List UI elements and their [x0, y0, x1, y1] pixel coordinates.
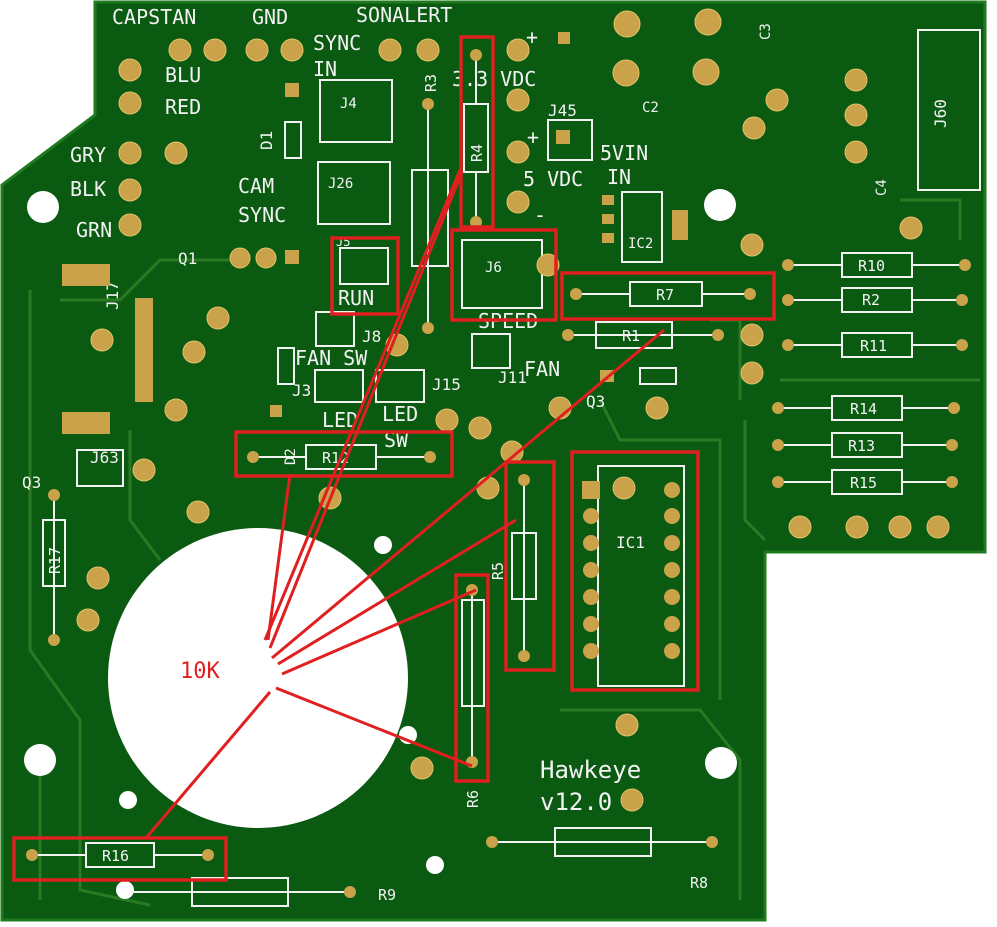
copper-traces [28, 198, 980, 907]
label-q1: Q1 [178, 249, 197, 268]
label-plus-2: + [527, 125, 539, 149]
label-d1: D1 [257, 131, 276, 150]
resistor-r10: R10 [782, 252, 971, 278]
resistor-label-r10: R10 [858, 257, 885, 275]
resistor-label-r16: R16 [102, 847, 129, 865]
label-ic1: IC1 [616, 533, 645, 552]
label-5vin: 5VIN [600, 141, 648, 165]
resistor-bodies: R1 R2 R3 R4 R5 R6 [26, 49, 971, 904]
resistor-label-r4: R4 [468, 144, 486, 162]
label-j15: J15 [432, 375, 461, 394]
resistor-r15: R15 [772, 469, 958, 495]
square-pads [270, 32, 570, 417]
resistor-label-r3: R3 [422, 74, 440, 92]
label-red: RED [165, 95, 201, 119]
silkscreen-labels: CAPSTAN GND SONALERT SYNC IN BLU RED GRY… [22, 3, 950, 816]
label-5vin-in: IN [607, 165, 631, 189]
resistor-label-r17: R17 [46, 547, 64, 574]
resistor-label-r8: R8 [690, 874, 708, 892]
label-c2: C2 [642, 100, 659, 116]
resistor-label-r11: R11 [860, 337, 887, 355]
board-version: v12.0 [540, 788, 612, 816]
label-j4: J4 [340, 96, 357, 112]
label-fan-sw: FAN SW [295, 346, 368, 370]
highlight-ic1 [570, 450, 700, 692]
label-gnd: GND [252, 5, 288, 29]
resistor-r17: R17 [46, 489, 64, 646]
highlight-r16 [12, 836, 228, 882]
center-cutout [108, 528, 408, 828]
board-name: Hawkeye [540, 756, 641, 784]
label-in: IN [313, 57, 337, 81]
label-ic2: IC2 [628, 236, 653, 252]
label-j8: J8 [362, 327, 381, 346]
resistor-r16: R16 [26, 842, 214, 868]
label-j26: J26 [328, 176, 353, 192]
label-j3: J3 [292, 381, 311, 400]
annotation-boxes [12, 35, 776, 882]
label-blk: BLK [70, 177, 106, 201]
label-j11: J11 [498, 368, 527, 387]
label-cam-sync: SYNC [238, 203, 286, 227]
label-q3-left: Q3 [22, 473, 41, 492]
label-minus: - [534, 203, 546, 227]
label-c4: C4 [874, 179, 890, 196]
highlight-r4 [459, 35, 495, 229]
mounting-holes [24, 189, 737, 899]
resistor-label-r2: R2 [862, 291, 880, 309]
label-5v: 5 VDC [523, 167, 583, 191]
label-blu: BLU [165, 63, 201, 87]
label-j63: J63 [90, 448, 119, 467]
highlight-j6 [450, 228, 558, 322]
label-fan: FAN [524, 357, 560, 381]
label-led-sw-1: LED [382, 402, 418, 426]
resistor-r6: R6 [464, 584, 482, 808]
resistor-label-r14: R14 [850, 400, 877, 418]
resistor-label-r15: R15 [850, 474, 877, 492]
label-plus-1: + [526, 25, 538, 49]
resistor-label-r7: R7 [656, 286, 674, 304]
label-q3-mid: Q3 [586, 392, 605, 411]
resistor-label-r6: R6 [464, 790, 482, 808]
highlight-r5 [504, 460, 556, 672]
j17-connector [62, 195, 688, 434]
label-c3: C3 [758, 23, 774, 40]
label-capstan: CAPSTAN [112, 5, 196, 29]
solder-pads [76, 8, 950, 812]
label-j6: J6 [485, 260, 502, 276]
resistor-r13: R13 [772, 432, 958, 458]
resistor-r8: R8 [486, 836, 718, 892]
resistor-label-r5: R5 [489, 562, 507, 580]
label-sync: SYNC [313, 31, 361, 55]
resistor-label-r1: R1 [622, 327, 640, 345]
highlight-r7 [560, 271, 776, 321]
label-cam: CAM [238, 174, 274, 198]
resistor-label-r13: R13 [848, 437, 875, 455]
label-gry: GRY [70, 143, 106, 167]
resistor-r11: R11 [782, 332, 968, 358]
annotation-lines [144, 169, 665, 839]
ic1-pins [582, 481, 680, 659]
resistor-r7: R7 [570, 281, 756, 307]
resistor-r3: R3 [422, 74, 440, 334]
annotation-value: 10K [180, 659, 220, 684]
resistor-r14: R14 [772, 395, 960, 421]
label-run: RUN [338, 286, 374, 310]
resistor-label-r9: R9 [378, 886, 396, 904]
label-j17: J17 [103, 281, 122, 310]
label-j60: J60 [931, 99, 950, 128]
label-j45: J45 [548, 101, 577, 120]
label-grn: GRN [76, 218, 112, 242]
resistor-r4: R4 [463, 49, 489, 228]
highlight-r6 [454, 573, 490, 783]
resistor-r5: R5 [489, 474, 530, 662]
resistor-r9: R9 [130, 886, 396, 904]
highlight-j5 [330, 236, 400, 316]
label-sonalert: SONALERT [356, 3, 452, 27]
highlight-r12 [234, 430, 454, 478]
resistor-r2: R2 [782, 287, 968, 313]
resistor-r1: R1 [562, 327, 724, 345]
